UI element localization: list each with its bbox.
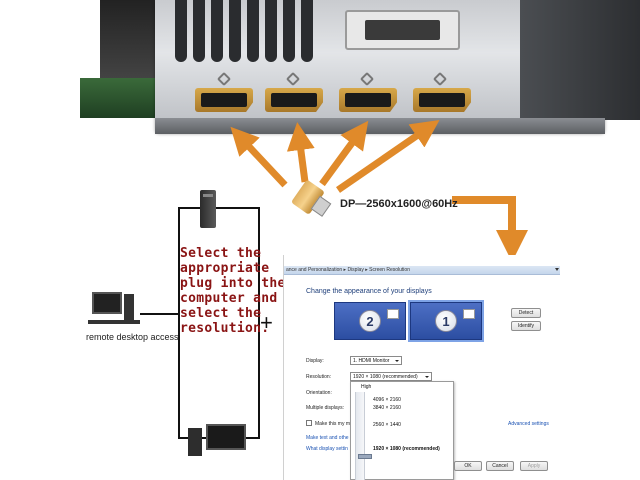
arrow-to-port-4 bbox=[336, 120, 440, 193]
apply-button[interactable]: Apply bbox=[520, 461, 548, 471]
instruction-text: Select the appropriate plug into the com… bbox=[180, 246, 286, 336]
arrow-to-port-1 bbox=[230, 126, 288, 188]
monitor-1[interactable]: 1 bbox=[410, 302, 482, 340]
bracket-edge bbox=[155, 118, 605, 134]
resolution-option-selected[interactable]: 1920 × 1080 (recommended) bbox=[373, 446, 440, 452]
resolution-option[interactable]: 4096 × 2160 bbox=[373, 397, 401, 403]
slider-thumb[interactable] bbox=[358, 454, 372, 459]
ok-button[interactable]: OK bbox=[454, 461, 482, 471]
displayport-4[interactable] bbox=[413, 88, 471, 112]
identify-button[interactable]: Identify bbox=[511, 321, 541, 331]
connection-line bbox=[140, 313, 178, 315]
orientation-label: Orientation: bbox=[306, 390, 332, 396]
monitor-preview: 2 1 bbox=[334, 300, 484, 344]
monitor-2[interactable]: 2 bbox=[334, 302, 406, 340]
display-label: Display: bbox=[306, 358, 324, 364]
monitor-mini-icon bbox=[387, 309, 399, 319]
resolution-option[interactable]: 2560 × 1440 bbox=[373, 422, 401, 428]
cancel-button[interactable]: Cancel bbox=[486, 461, 514, 471]
multiple-displays-label: Multiple displays: bbox=[306, 405, 345, 411]
arrow-to-port-3 bbox=[319, 120, 369, 187]
resolution-dropdown[interactable]: High 4096 × 2160 3840 × 2160 2560 × 1440… bbox=[350, 381, 454, 480]
breadcrumb[interactable]: ance and Personalization ▸ Display ▸ Scr… bbox=[286, 267, 410, 273]
arrow-to-screen bbox=[452, 196, 528, 260]
displayport-2[interactable] bbox=[265, 88, 323, 112]
detect-button[interactable]: Detect bbox=[511, 308, 541, 318]
make-main-checkbox[interactable] bbox=[306, 420, 312, 426]
desk-caption: remote desktop access bbox=[86, 332, 179, 342]
page-title: Change the appearance of your displays bbox=[306, 288, 432, 295]
chevron-down-icon[interactable] bbox=[555, 268, 559, 272]
resolution-option[interactable]: 3840 × 2160 bbox=[373, 405, 401, 411]
remote-desk-icon bbox=[88, 292, 140, 330]
resolution-slider[interactable] bbox=[355, 392, 372, 480]
monitor-number: 1 bbox=[435, 310, 457, 332]
displayport-1[interactable] bbox=[195, 88, 253, 112]
graphics-card-photo bbox=[0, 0, 640, 140]
chevron-down-icon bbox=[395, 360, 399, 362]
pointer-arrows bbox=[230, 120, 528, 260]
text-size-link[interactable]: Make text and othe bbox=[306, 435, 349, 441]
slider-high-label: High bbox=[361, 384, 372, 390]
computer-tower-icon bbox=[200, 190, 216, 228]
dvi-port bbox=[345, 10, 460, 50]
bracket-vents bbox=[175, 0, 335, 70]
resolution-select[interactable]: 1920 × 1080 (recommended) bbox=[350, 372, 432, 381]
address-bar[interactable]: ance and Personalization ▸ Display ▸ Scr… bbox=[284, 266, 560, 275]
screen-resolution-window: ance and Personalization ▸ Display ▸ Scr… bbox=[283, 255, 560, 480]
chevron-down-icon bbox=[425, 376, 429, 378]
display-select[interactable]: 1. HDMI Monitor bbox=[350, 356, 402, 365]
plug-label: DP—2560x1600@60Hz bbox=[340, 198, 458, 210]
resolution-label: Resolution: bbox=[306, 374, 332, 380]
arrow-to-port-2 bbox=[286, 122, 315, 183]
monitor-mini-icon bbox=[463, 309, 475, 319]
advanced-settings-link[interactable]: Advanced settings bbox=[508, 421, 549, 427]
desktop-pc-icon bbox=[188, 424, 248, 456]
gpu-shroud bbox=[520, 0, 640, 120]
plus-sign: + bbox=[260, 310, 273, 335]
make-main-label: Make this my m bbox=[315, 421, 351, 427]
monitor-number: 2 bbox=[359, 310, 381, 332]
displayport-3[interactable] bbox=[339, 88, 397, 112]
display-settings-help-link[interactable]: What display settin bbox=[306, 446, 348, 452]
